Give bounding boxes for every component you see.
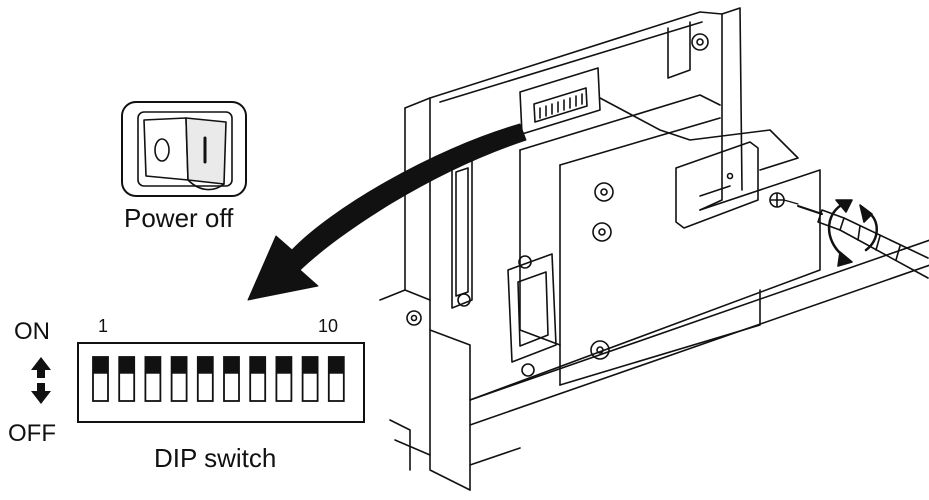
off-label: OFF [8, 420, 56, 447]
screw-icon [769, 192, 799, 208]
dip-toggle-knob-9 [302, 357, 318, 374]
dip-toggle-knob-4 [171, 357, 187, 374]
dip-last-number: 10 [318, 316, 339, 336]
dip-first-number: 1 [98, 316, 109, 336]
dip-toggle-knob-1 [93, 357, 108, 374]
printer-chassis [379, 7, 929, 491]
dip-switch-caption: DIP switch [154, 443, 277, 473]
screwdriver-icon [797, 205, 929, 279]
curved-arrow-icon [247, 123, 527, 301]
power-rocker-switch-icon [121, 101, 247, 197]
on-label: ON [14, 318, 50, 345]
dip-toggle-knob-6 [224, 357, 239, 374]
power-off-caption: Power off [124, 203, 234, 233]
rotate-arrow-icon [828, 199, 878, 267]
dip-toggle-knob-3 [145, 357, 161, 374]
dip-toggle-knob-7 [250, 357, 266, 374]
dip-cover-plate [599, 97, 799, 229]
dip-toggle-knob-10 [328, 357, 344, 374]
dip-toggle-knob-2 [119, 357, 135, 374]
dip-toggle-knob-8 [276, 357, 292, 374]
dip-toggle-knob-5 [197, 357, 213, 374]
dip-toggle-group [92, 356, 345, 402]
down-arrow-icon [31, 383, 51, 404]
up-arrow-icon [31, 357, 51, 378]
